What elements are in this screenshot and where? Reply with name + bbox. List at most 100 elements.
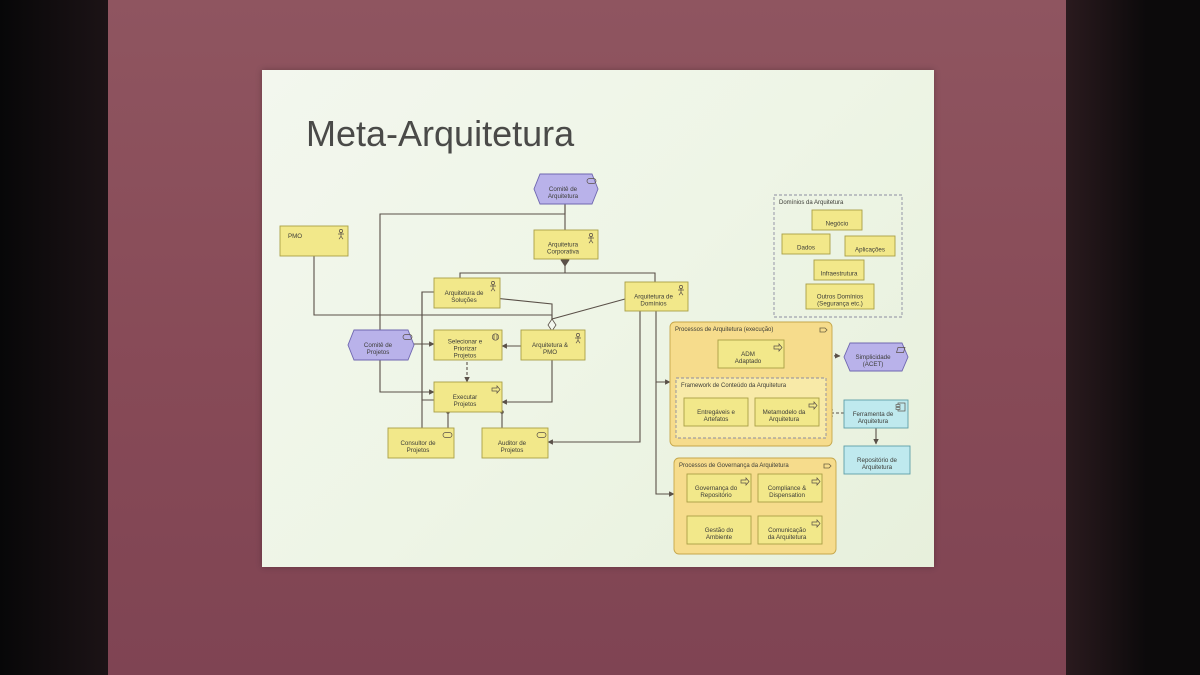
edge-dominios-to-governanca — [655, 382, 675, 497]
node-label: Arquitetura — [548, 193, 579, 200]
node-label: Executar — [453, 394, 477, 401]
node-pmo: PMO — [279, 225, 349, 257]
node-label: Arquitetura & — [532, 342, 569, 349]
function-icon — [491, 333, 500, 341]
edge-arq-pmo-to-executar — [501, 360, 553, 405]
node-label: Repositório — [700, 492, 732, 499]
node-shape — [433, 381, 503, 413]
node-shape — [520, 329, 586, 361]
node-label: Gestão do — [705, 527, 734, 534]
node-label: Consultor de — [400, 440, 436, 447]
node-label: Infraestrutura — [821, 271, 858, 278]
edge-solucoes-to-executar — [421, 291, 434, 401]
node-label: Arquitetura — [862, 464, 893, 471]
slide-title: Meta-Arquitetura — [306, 113, 575, 154]
component-icon — [895, 402, 906, 412]
actor-icon — [588, 233, 594, 244]
node-shape — [387, 427, 455, 459]
process-arrow-icon — [811, 477, 821, 486]
architecture-diagram: Meta-Arquitetura — [279, 113, 911, 555]
node-label: Projetos — [454, 401, 477, 408]
node-shape — [481, 427, 549, 459]
node-negocio: Negócio — [811, 209, 863, 231]
node-label: Dispensation — [769, 492, 805, 499]
node-shape — [686, 515, 752, 545]
node-shape — [279, 225, 349, 257]
process-arrow-icon — [773, 343, 783, 352]
process-arrow-icon — [808, 401, 818, 410]
edge-comite-to-comite-projetos — [379, 202, 566, 332]
node-label: Selecionar e — [448, 338, 483, 345]
node-shape — [805, 283, 875, 310]
node-label: ADM — [741, 351, 755, 358]
node-label: Arquitetura — [548, 241, 579, 248]
aggregation-diamond — [547, 318, 557, 332]
node-label: Priorizar — [453, 346, 476, 353]
node-label: Artefatos — [704, 416, 729, 423]
node-label: Comitê de — [549, 186, 578, 193]
node-shape — [533, 173, 599, 205]
node-label: Arquitetura de — [634, 293, 673, 300]
node-shape — [624, 281, 689, 312]
node-shape — [754, 397, 820, 427]
process-arrow-icon — [491, 385, 501, 394]
node-arquitetura-pmo: Arquitetura &PMO — [520, 329, 586, 361]
node-label: Metamodelo da — [763, 409, 806, 416]
node-label: Projetos — [407, 447, 430, 454]
node-label: (Segurança etc.) — [817, 301, 863, 308]
process-arrow-icon — [740, 477, 750, 486]
node-label: Ferramenta de — [853, 411, 894, 418]
node-shape — [533, 229, 599, 260]
actor-icon — [338, 229, 344, 240]
node-shape — [433, 277, 501, 309]
node-label: Soluções — [451, 297, 476, 304]
node-shape — [843, 342, 909, 372]
node-label: Arquitetura de — [445, 290, 484, 297]
node-shape — [433, 329, 503, 361]
edge-dominios-to-processos — [655, 310, 671, 385]
actor-icon — [678, 285, 684, 296]
node-label: Outros Domínios — [817, 293, 863, 300]
edge-solucoes-to-consultor — [421, 291, 434, 428]
node-label: Ambiente — [706, 534, 733, 541]
node-simplicidade: Simplicidade(ACET) — [843, 342, 909, 372]
edge-dominios-to-arq-pmo — [551, 298, 626, 320]
node-shape — [347, 329, 415, 361]
node-label: Simplicidade — [855, 354, 891, 361]
node-label: Comunicação — [768, 527, 806, 534]
node-outros-dominios: Outros Domínios(Segurança etc.) — [805, 283, 875, 310]
node-label: Auditor de — [498, 440, 527, 447]
group-label: Domínios da Arquitetura — [779, 200, 844, 206]
service-icon — [536, 432, 547, 438]
node-label: da Arquitetura — [768, 534, 807, 541]
group-label: Processos de Governança da Arquitetura — [679, 463, 789, 469]
room-right-dark — [1066, 0, 1200, 675]
actor-icon — [490, 281, 496, 292]
node-dados: Dados — [781, 233, 831, 255]
node-shape — [757, 473, 823, 503]
group-dominios-title: Domínios da Arquitetura — [773, 194, 903, 318]
group-label: Framework de Conteúdo da Arquitetura — [681, 383, 787, 389]
principle-icon — [896, 347, 906, 353]
node-label: Entregáveis e — [697, 409, 735, 416]
node-label: Governança do — [695, 485, 738, 492]
node-shape — [844, 235, 896, 257]
node-label: Repositório de — [857, 457, 897, 464]
node-shape — [717, 339, 785, 369]
node-compliance: Compliance &Dispensation — [757, 473, 823, 503]
actor-icon — [575, 333, 581, 344]
node-shape — [686, 473, 752, 503]
node-label: Domínios — [640, 301, 666, 308]
